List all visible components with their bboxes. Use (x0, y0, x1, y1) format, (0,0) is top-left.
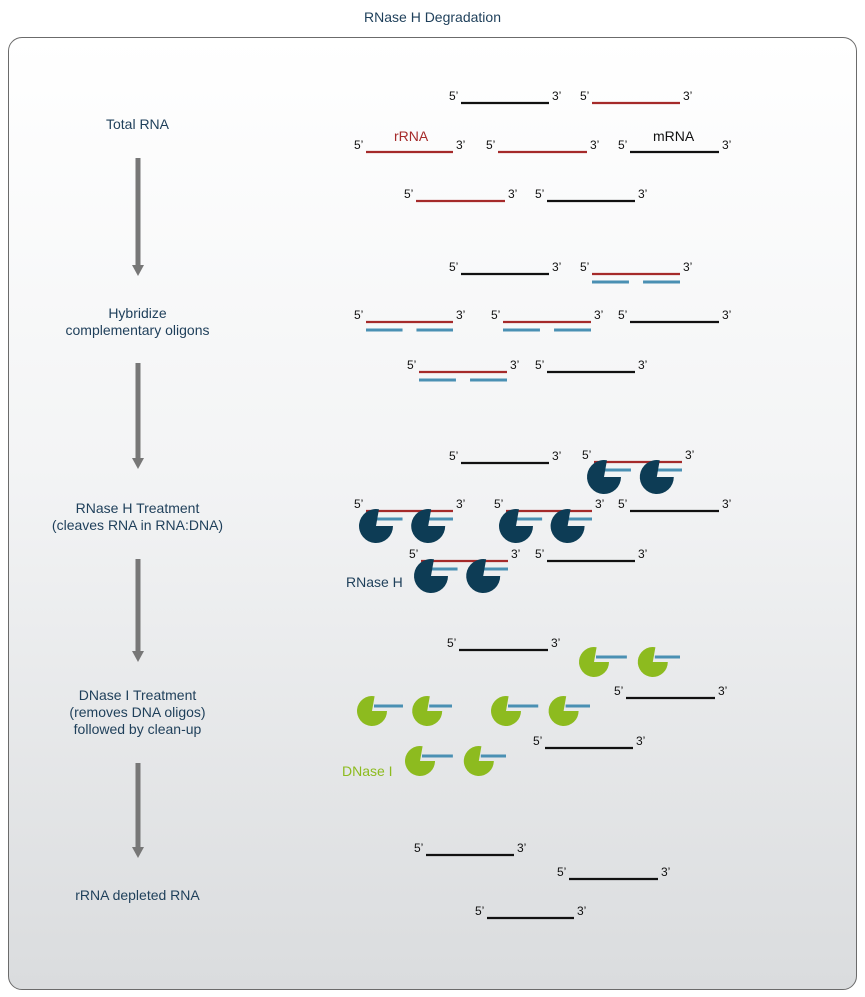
five-prime-label: 5’ (557, 865, 566, 879)
three-prime-label: 3’ (552, 260, 561, 274)
five-prime-label: 5’ (475, 904, 484, 918)
three-prime-label: 3’ (685, 448, 694, 462)
step-label-dnase-i: DNase I Treatment (removes DNA oligos) f… (69, 687, 206, 737)
dnase-i-enzyme-icon (548, 696, 579, 727)
three-prime-label: 3’ (456, 308, 465, 322)
arrow-head-icon (132, 265, 144, 276)
five-prime-label: 5’ (614, 684, 623, 698)
three-prime-label: 3’ (590, 138, 599, 152)
three-prime-label: 3’ (552, 449, 561, 463)
five-prime-label: 5’ (494, 497, 503, 511)
five-prime-label: 5’ (354, 497, 363, 511)
five-prime-label: 5’ (491, 308, 500, 322)
three-prime-label: 3’ (456, 138, 465, 152)
three-prime-label: 3’ (594, 308, 603, 322)
five-prime-label: 5’ (582, 448, 591, 462)
arrow-head-icon (132, 458, 144, 469)
three-prime-label: 3’ (722, 138, 731, 152)
rnase-h-label: RNase H (346, 574, 403, 590)
five-prime-label: 5’ (618, 497, 627, 511)
arrow-head-icon (132, 651, 144, 662)
three-prime-label: 3’ (638, 187, 647, 201)
rnase-h-enzyme-icon (499, 509, 533, 543)
five-prime-label: 5’ (533, 734, 542, 748)
three-prime-label: 3’ (577, 904, 586, 918)
dnase-i-enzyme-icon (579, 647, 609, 678)
three-prime-label: 3’ (718, 684, 727, 698)
three-prime-label: 3’ (510, 358, 519, 372)
three-prime-label: 3’ (638, 547, 647, 561)
five-prime-label: 5’ (447, 636, 456, 650)
five-prime-label: 5’ (535, 358, 544, 372)
rnase-h-enzyme-icon (639, 460, 674, 494)
rnase-h-enzyme-icon (414, 558, 448, 593)
rnase-h-enzyme-icon (587, 460, 621, 494)
five-prime-label: 5’ (449, 260, 458, 274)
diagram-title: RNase H Degradation (364, 9, 501, 25)
step-label-rnase-h: RNase H Treatment (cleaves RNA in RNA:DN… (51, 500, 224, 533)
three-prime-label: 3’ (683, 260, 692, 274)
five-prime-label: 5’ (535, 187, 544, 201)
dnase-i-enzyme-icon (405, 746, 436, 777)
five-prime-label: 5’ (354, 138, 363, 152)
three-prime-label: 3’ (552, 89, 561, 103)
rnase-h-enzyme-icon (550, 509, 585, 543)
diagram-panel (8, 37, 857, 990)
three-prime-label: 3’ (517, 841, 526, 855)
three-prime-label: 3’ (661, 865, 670, 879)
step-label-hybridize: Hybridize complementary oligons (65, 305, 210, 338)
mrna-label: mRNA (653, 128, 695, 144)
dnase-i-label: DNase I (342, 763, 393, 779)
three-prime-label: 3’ (722, 308, 731, 322)
five-prime-label: 5’ (404, 187, 413, 201)
rnase-h-enzyme-icon (411, 509, 446, 543)
three-prime-label: 3’ (638, 358, 647, 372)
dnase-i-enzyme-icon (357, 696, 388, 727)
dnase-i-enzyme-icon (412, 696, 443, 727)
dnase-i-enzyme-icon (637, 647, 668, 678)
rnase-h-enzyme-icon (466, 558, 501, 593)
five-prime-label: 5’ (354, 308, 363, 322)
three-prime-label: 3’ (722, 497, 731, 511)
three-prime-label: 3’ (551, 636, 560, 650)
five-prime-label: 5’ (449, 89, 458, 103)
three-prime-label: 3’ (456, 497, 465, 511)
step-label-total-rna: Total RNA (105, 116, 170, 132)
five-prime-label: 5’ (618, 308, 627, 322)
three-prime-label: 3’ (636, 734, 645, 748)
five-prime-label: 5’ (407, 358, 416, 372)
five-prime-label: 5’ (449, 449, 458, 463)
three-prime-label: 3’ (683, 89, 692, 103)
five-prime-label: 5’ (618, 138, 627, 152)
five-prime-label: 5’ (535, 547, 544, 561)
five-prime-label: 5’ (580, 260, 589, 274)
dnase-i-enzyme-icon (491, 696, 521, 727)
three-prime-label: 3’ (511, 547, 520, 561)
dnase-i-enzyme-icon (463, 746, 494, 777)
arrow-head-icon (132, 847, 144, 858)
three-prime-label: 3’ (508, 187, 517, 201)
five-prime-label: 5’ (409, 547, 418, 561)
five-prime-label: 5’ (414, 841, 423, 855)
five-prime-label: 5’ (580, 89, 589, 103)
three-prime-label: 3’ (595, 497, 604, 511)
rnase-h-enzyme-icon (359, 509, 393, 543)
five-prime-label: 5’ (486, 138, 495, 152)
step-label-depleted: rRNA depleted RNA (75, 887, 200, 903)
rrna-label: rRNA (394, 128, 429, 144)
